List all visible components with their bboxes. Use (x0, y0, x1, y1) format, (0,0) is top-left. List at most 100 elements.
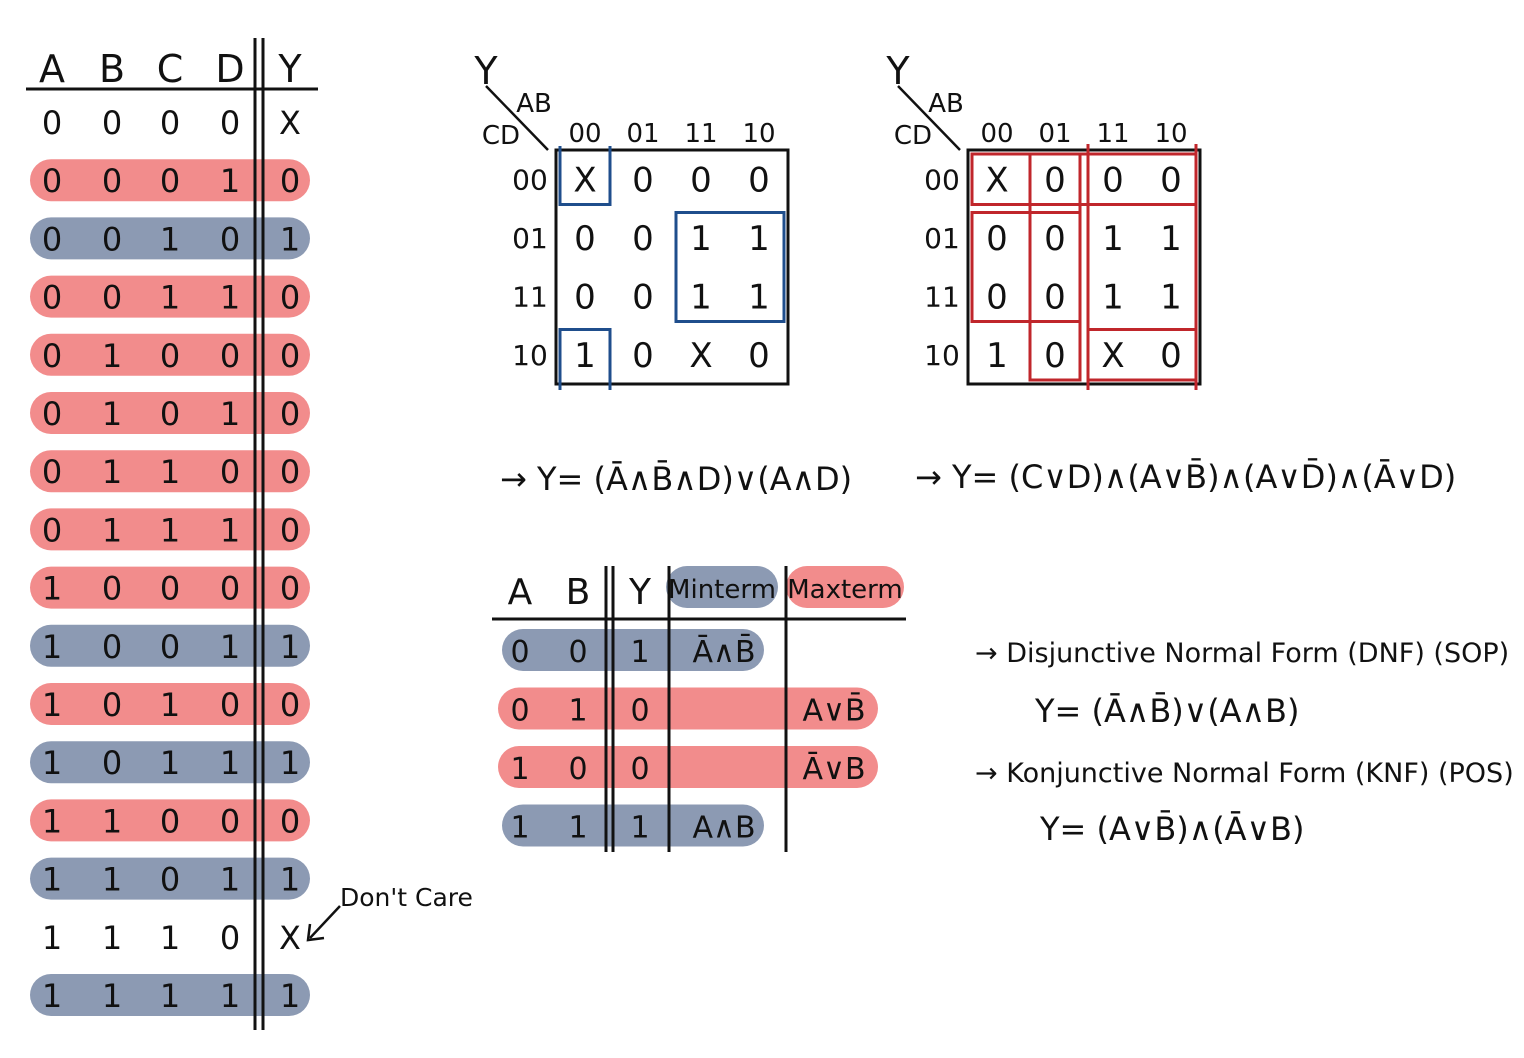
kmap-maxterm-formula-prefix: → Y= (915, 458, 1009, 496)
kmap-row-label: 10 (924, 339, 960, 372)
kmap-cell: 0 (1044, 277, 1066, 317)
kmap-y-label: Y (473, 49, 498, 93)
truth-header-d: D (215, 47, 244, 91)
small-cell-y: 1 (630, 635, 649, 670)
truth-cell-b: 1 (102, 919, 122, 957)
kmap-cell: 0 (986, 219, 1008, 259)
truth-cell-b: 1 (102, 395, 122, 433)
small-cell-y: 0 (630, 694, 649, 729)
kmap-cell: X (1101, 336, 1124, 376)
truth-cell-a: 0 (42, 337, 62, 375)
truth-cell-b: 1 (102, 453, 122, 491)
small-cell-maxterm: A∨B̄ (802, 692, 865, 728)
truth-cell-b: 0 (102, 686, 122, 724)
dont-care-arrow (309, 905, 341, 939)
truth-cell-d: 1 (220, 162, 240, 200)
truth-cell-d: 0 (220, 337, 240, 375)
kmap-maxterm-formula-body: (C∨D)∧(A∨B̄)∧(A∨D̄)∧(Ā∨D) (1009, 457, 1457, 496)
truth-cell-a: 1 (42, 861, 62, 899)
truth-header-a: A (39, 47, 65, 91)
kmap-cell: X (573, 160, 596, 200)
small-cell-b: 0 (568, 752, 587, 787)
truth-cell-y: 1 (280, 628, 300, 666)
truth-header-y: Y (277, 47, 302, 91)
kmap-cell: 0 (690, 160, 712, 200)
kmap-cell: 0 (574, 277, 596, 317)
kmap-cell: 0 (748, 336, 770, 376)
truth-header-b: B (99, 47, 125, 91)
small-cell-b: 0 (568, 635, 587, 670)
truth-cell-a: 0 (42, 220, 62, 258)
kmap-row-label: 01 (924, 222, 960, 255)
truth-row-highlight (30, 683, 310, 725)
kmap-cell: 0 (574, 219, 596, 259)
truth-cell-b: 0 (102, 628, 122, 666)
truth-cell-y: 0 (280, 395, 300, 433)
kmap-cell: 0 (1044, 336, 1066, 376)
truth-row-highlight (30, 624, 310, 667)
truth-cell-d: 1 (220, 395, 240, 433)
truth-cell-d: 1 (220, 977, 240, 1015)
kmap-cell: X (689, 336, 712, 376)
dont-care-arrowhead (306, 923, 325, 942)
kmap-cell: 0 (1044, 219, 1066, 259)
truth-cell-d: 1 (220, 511, 240, 549)
truth-cell-y: 0 (280, 570, 300, 608)
kmap-cell: 1 (690, 219, 712, 259)
truth-row-highlight (30, 450, 310, 493)
kmap-row-label: 11 (512, 280, 548, 313)
kmap-group (674, 211, 786, 323)
kmap-col-variable: AB (516, 89, 552, 119)
truth-row-highlight (30, 217, 310, 260)
truth-cell-c: 0 (160, 395, 180, 433)
truth-cell-c: 1 (160, 511, 180, 549)
truth-cell-c: 1 (160, 220, 180, 258)
small-cell-b: 1 (568, 694, 587, 729)
kmap-cell: 0 (632, 277, 654, 317)
kmap-row-variable: CD (894, 121, 932, 151)
knf-formula: Y= (A∨B̄)∧(Ā∨B) (1039, 809, 1304, 848)
truth-cell-d: 1 (220, 861, 240, 899)
truth-cell-y: 1 (280, 977, 300, 1015)
truth-cell-d: 0 (220, 104, 240, 142)
truth-row-highlight (30, 392, 310, 434)
truth-cell-b: 1 (102, 511, 122, 549)
truth-cell-d: 1 (220, 744, 240, 782)
kmap-col-label: 10 (742, 119, 775, 149)
kmap-cell: 0 (748, 160, 770, 200)
kmap-col-label: 01 (1038, 119, 1071, 149)
truth-cell-y: 0 (280, 453, 300, 491)
kmap-row-variable: CD (482, 121, 520, 151)
kmap-corner-diagonal (897, 85, 961, 151)
truth-row-highlight (30, 159, 310, 202)
truth-cell-c: 1 (160, 977, 180, 1015)
dont-care-label: Don't Care (340, 883, 473, 912)
minterm-header: Minterm (668, 575, 776, 605)
kmap-group (1086, 328, 1198, 382)
kmap-cell: 1 (1102, 277, 1124, 317)
truth-cell-d: 0 (220, 453, 240, 491)
kmap-frame (966, 148, 1202, 386)
kmap-frame (554, 148, 790, 386)
kmap-minterm-formula-prefix: → Y= (500, 460, 594, 498)
truth-cell-b: 0 (102, 162, 122, 200)
truth-cell-c: 0 (160, 802, 180, 840)
truth-cell-y: 0 (280, 686, 300, 724)
kmap-corner-diagonal (485, 85, 549, 151)
small-cell-a: 1 (510, 811, 529, 846)
kmap-cell: 1 (1102, 219, 1124, 259)
truth-row-highlight (30, 799, 310, 842)
truth-cell-d: 0 (220, 919, 240, 957)
kmap-cell: 0 (632, 219, 654, 259)
truth-cell-y: 1 (280, 220, 300, 258)
kmap-maxterm-formula: → Y= (C∨D)∧(A∨B̄)∧(A∨D̄)∧(Ā∨D) (915, 457, 1456, 496)
knf-title: → Konjunctive Normal Form (KNF) (POS) (975, 758, 1514, 789)
truth-cell-c: 1 (160, 744, 180, 782)
dnf-title: → Disjunctive Normal Form (DNF) (SOP) (975, 638, 1509, 669)
kmap-col-label: 00 (980, 119, 1013, 149)
truth-cell-c: 0 (160, 861, 180, 899)
kmap-cell: 0 (1102, 160, 1124, 200)
truth-cell-a: 0 (42, 162, 62, 200)
